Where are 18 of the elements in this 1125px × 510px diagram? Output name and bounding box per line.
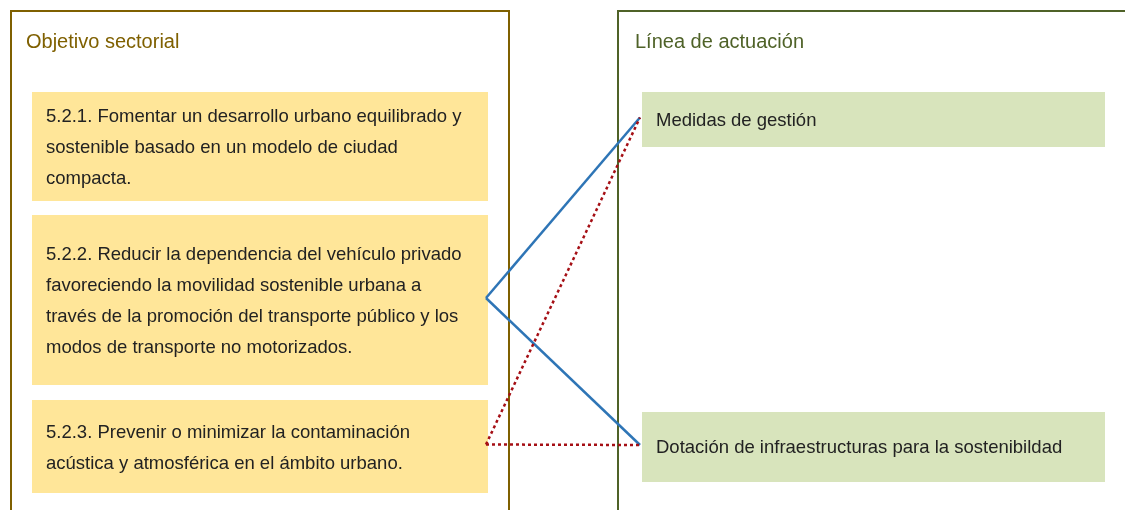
panel-heading: Línea de actuación	[635, 29, 805, 54]
connector-line	[485, 297, 641, 446]
objective-box	[32, 215, 488, 385]
action-box	[642, 92, 1105, 147]
action-box	[642, 412, 1105, 482]
connector-line	[485, 116, 641, 299]
column-panel	[10, 10, 510, 510]
panel-heading: Objetivo sectorial	[26, 29, 180, 54]
objective-box	[32, 400, 488, 493]
connector-line	[486, 443, 640, 447]
objective-text: 5.2.1. Fomentar un desarrollo urbano equilibrado y sostenible basado en un modelo de ciudad compacta.	[46, 104, 463, 190]
column-panel	[617, 10, 1125, 510]
objective-text: 5.2.3. Prevenir o minimizar la contaminación acústica y atmosférica en el ámbito urbano.	[46, 419, 411, 475]
action-text: Medidas de gestión	[656, 107, 817, 132]
connector-line	[484, 116, 642, 446]
action-text: Dotación de infraestructuras para la sostenibildad	[656, 435, 1063, 459]
objective-text: 5.2.2. Reducir la dependencia del vehículo privado favoreciendo la movilidad sostenible urbana a través de la promoción del transporte público y los modos de transporte no motorizados.	[46, 242, 463, 359]
objective-box	[32, 92, 488, 201]
